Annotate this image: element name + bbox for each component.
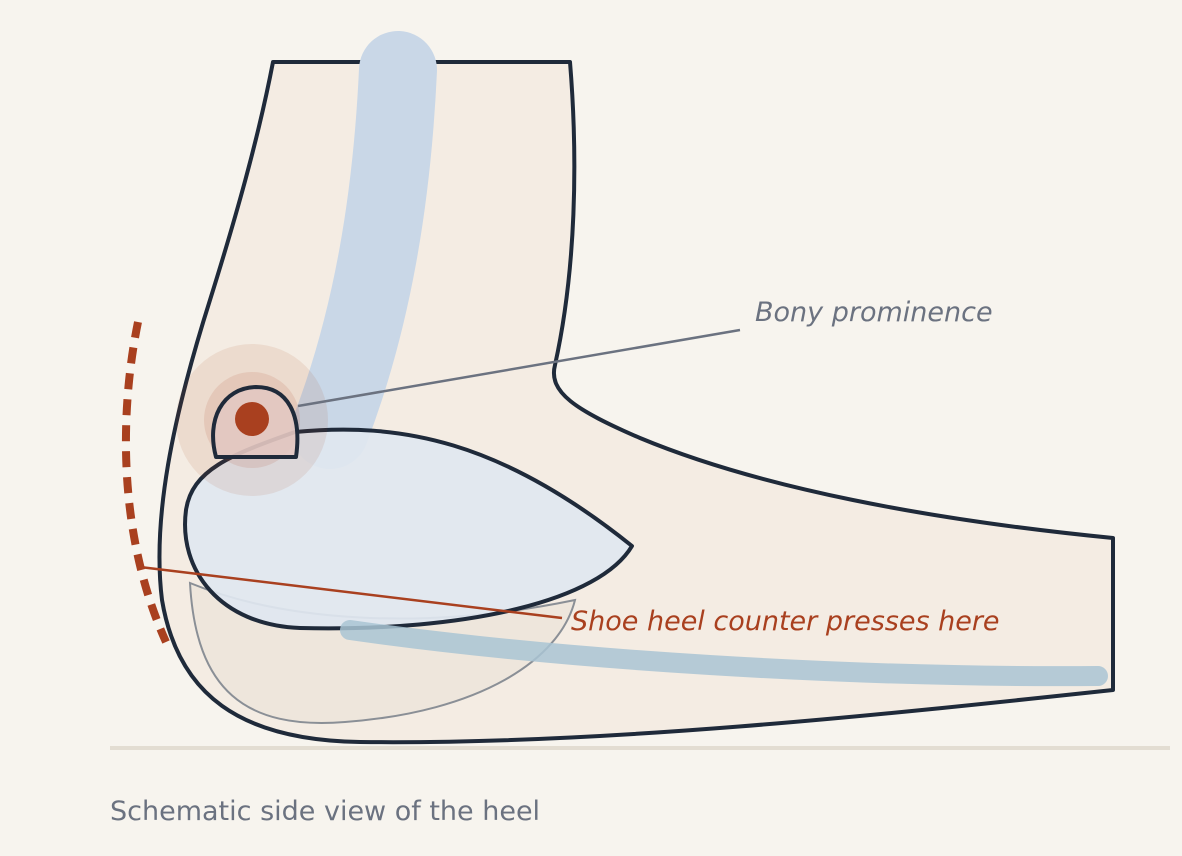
shoe-counter-label: Shoe heel counter presses here (571, 606, 1000, 637)
bony-prominence-leader (297, 328, 741, 408)
bony-prominence (176, 344, 328, 496)
calcaneus-bone (183, 427, 634, 631)
diagram-caption: Schematic side view of the heel (110, 796, 541, 827)
achilles-tendon (291, 31, 437, 469)
pressure-arc-icon (121, 321, 170, 644)
plantar-fascia (340, 620, 1108, 687)
shoe-counter-leader (139, 565, 563, 620)
bony-prominence-label: Bony prominence (755, 297, 993, 328)
prominence-dot (235, 402, 269, 436)
